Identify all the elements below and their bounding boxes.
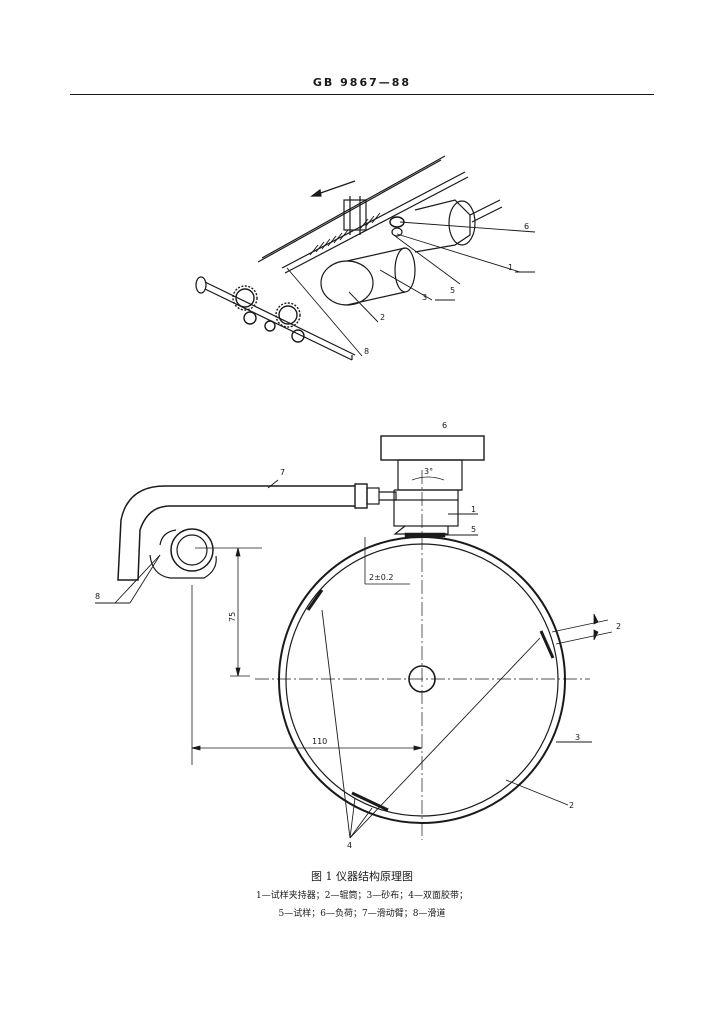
label-5-upper: 5: [450, 286, 455, 295]
label-7: 7: [280, 468, 285, 477]
standard-code: GB 9867—88: [312, 76, 412, 89]
label-1-upper: 1: [508, 263, 513, 272]
label-8-upper: 8: [364, 347, 369, 356]
label-6: 6: [442, 421, 447, 430]
dim-110: 110: [312, 737, 327, 746]
header-rule: [70, 94, 654, 95]
figure-caption: 图 1 仪器结构原理图: [311, 870, 413, 883]
label-6-upper: 6: [524, 222, 529, 231]
legend-line-2: 5—试样；6—负荷；7—滑动臂；8—滑道: [278, 909, 446, 919]
label-2: 2: [569, 801, 574, 810]
label-8: 8: [95, 592, 100, 601]
label-5: 5: [471, 525, 476, 534]
perspective-view: 6 1 5 3 2 8: [195, 155, 536, 361]
legend-line-1: 1—试样夹持器；2—辊筒；3—砂布；4—双面胶带；: [256, 891, 468, 901]
dim-gap: 2±0.2: [369, 573, 394, 582]
label-4: 4: [347, 841, 352, 850]
dim-75: 75: [228, 612, 237, 622]
label-2-upper: 2: [380, 313, 385, 322]
dim-2: 2: [616, 622, 621, 631]
label-1: 1: [471, 505, 476, 514]
label-3: 3: [575, 733, 580, 742]
schematic-view: 75 110 2±0.2 3°: [95, 421, 621, 850]
label-3-upper: 3: [422, 293, 427, 302]
dim-angle: 3°: [424, 467, 433, 476]
